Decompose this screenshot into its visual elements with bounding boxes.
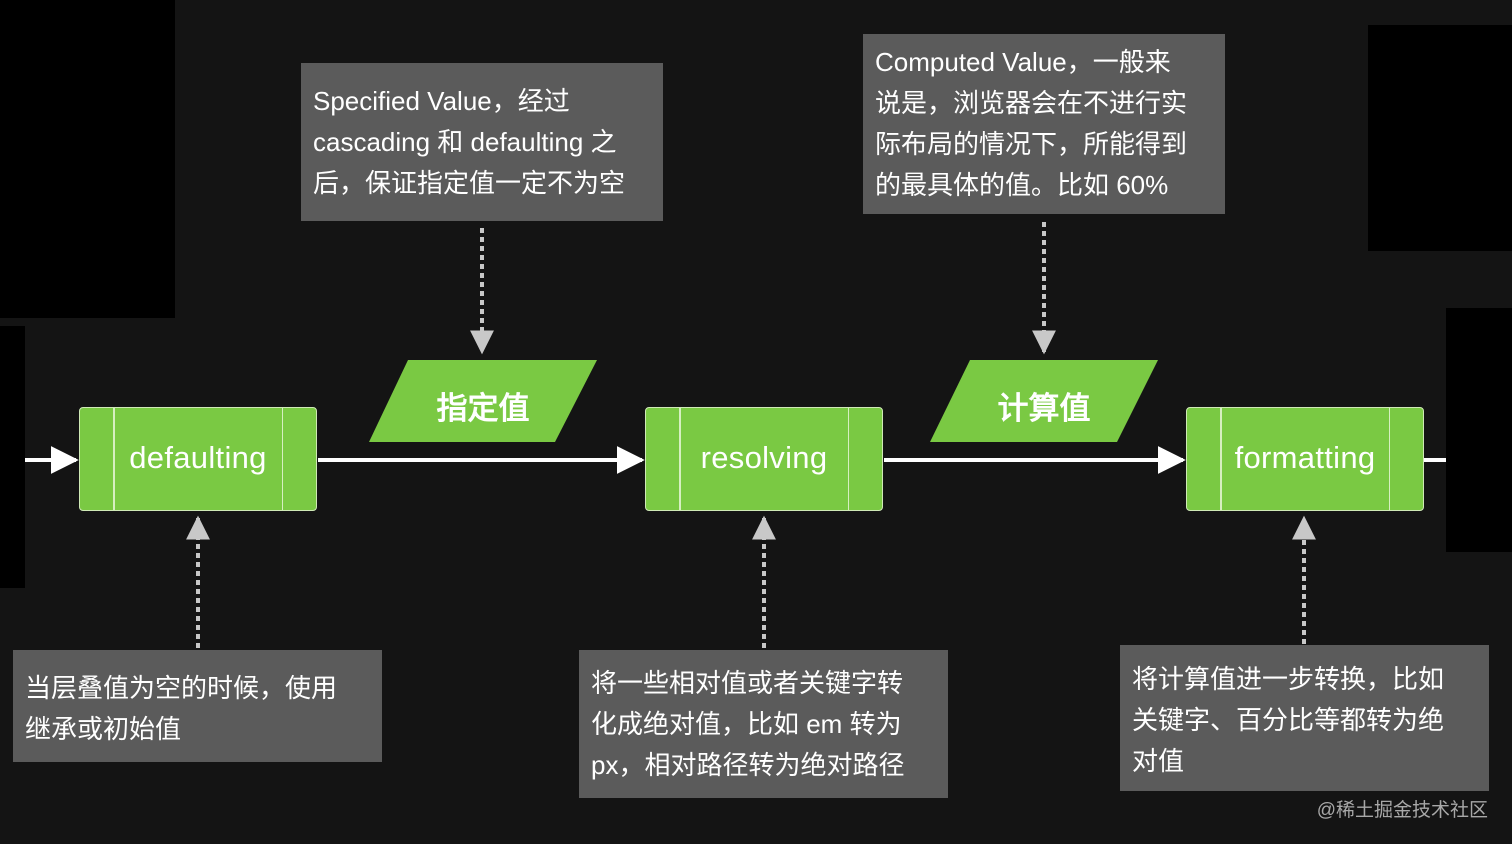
note-line: px，相对路径转为绝对路径 bbox=[591, 750, 905, 780]
process-label: defaulting bbox=[129, 440, 267, 475]
process-right-bar bbox=[281, 408, 283, 510]
note-line: Computed Value，一般来 bbox=[875, 47, 1171, 77]
process-label: resolving bbox=[700, 440, 828, 475]
note-line: cascading 和 defaulting 之 bbox=[313, 127, 617, 157]
note-line: 说是，浏览器会在不进行实 bbox=[875, 88, 1188, 118]
note-line: 化成绝对值，比如 em 转为 bbox=[591, 709, 902, 739]
note-line: 际布局的情况下，所能得到 bbox=[875, 129, 1188, 159]
note-specified-value: Specified Value，经过 cascading 和 defaultin… bbox=[301, 63, 663, 221]
black-block-right bbox=[1446, 308, 1512, 552]
note-formatting: 将计算值进一步转换，比如 关键字、百分比等都转为绝 对值 bbox=[1120, 645, 1489, 791]
process-right-bar bbox=[847, 408, 849, 510]
black-block-left bbox=[0, 326, 25, 588]
note-line: 将计算值进一步转换，比如 bbox=[1132, 664, 1445, 694]
note-line: 对值 bbox=[1132, 746, 1185, 776]
note-line: 当层叠值为空的时候，使用 bbox=[25, 673, 338, 703]
process-formatting: formatting bbox=[1186, 407, 1424, 511]
note-line: 的最具体的值。比如 60% bbox=[875, 170, 1169, 200]
note-line: 继承或初始值 bbox=[25, 714, 182, 744]
specified-value-label: 指定值 bbox=[436, 391, 530, 426]
process-resolving: resolving bbox=[645, 407, 883, 511]
process-right-bar bbox=[1388, 408, 1390, 510]
watermark: @稀土掘金技术社区 bbox=[1316, 800, 1488, 821]
specified-value-shape bbox=[369, 360, 597, 442]
computed-value-shape bbox=[930, 360, 1158, 442]
process-left-bar bbox=[679, 408, 681, 510]
note-resolving: 将一些相对值或者关键字转 化成绝对值，比如 em 转为 px，相对路径转为绝对路… bbox=[579, 650, 948, 798]
note-computed-value: Computed Value，一般来 说是，浏览器会在不进行实 际布局的情况下，… bbox=[863, 34, 1225, 214]
note-line: 将一些相对值或者关键字转 bbox=[591, 668, 904, 698]
computed-value-label: 计算值 bbox=[997, 391, 1091, 426]
black-block-top-right bbox=[1368, 25, 1512, 251]
note-line: 后，保证指定值一定不为空 bbox=[313, 168, 626, 198]
note-defaulting: 当层叠值为空的时候，使用 继承或初始值 bbox=[13, 650, 382, 762]
process-defaulting: defaulting bbox=[79, 407, 317, 511]
process-left-bar bbox=[113, 408, 115, 510]
black-block-top-left bbox=[0, 0, 175, 318]
note-line: Specified Value，经过 bbox=[313, 86, 570, 116]
process-label: formatting bbox=[1234, 440, 1376, 475]
note-line: 关键字、百分比等都转为绝 bbox=[1132, 705, 1445, 735]
process-left-bar bbox=[1220, 408, 1222, 510]
